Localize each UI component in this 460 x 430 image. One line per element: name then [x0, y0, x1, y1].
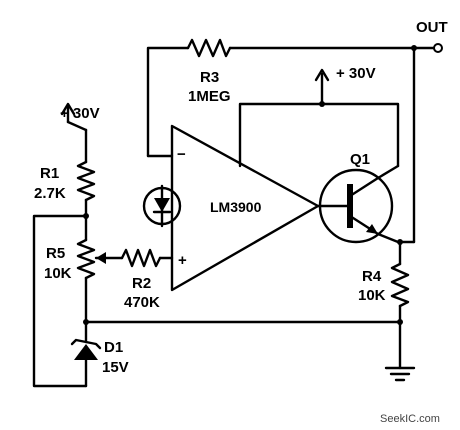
r5-name-label: R5 — [46, 245, 65, 262]
resistor-r2 — [120, 248, 162, 268]
watermark: SeekIC.com — [380, 413, 440, 425]
opamp-lm3900 — [170, 124, 320, 292]
noninverting-input-sign: + — [178, 252, 187, 269]
current-mirror-diode-icon — [142, 184, 182, 228]
r3-name-label: R3 — [200, 69, 219, 86]
supply-wire — [238, 102, 400, 168]
vcc-top-arrow-icon — [314, 68, 330, 82]
r5-value-label: 10K — [44, 265, 72, 282]
r4-value-label: 10K — [358, 287, 386, 304]
r1-name-label: R1 — [40, 165, 59, 182]
potentiometer-r5 — [76, 238, 96, 280]
d1-name-label: D1 — [104, 339, 123, 356]
feedback-wire — [146, 46, 436, 158]
resistor-r1 — [76, 160, 96, 202]
ic-name-label: LM3900 — [210, 199, 262, 215]
ground-icon — [384, 366, 416, 382]
wiper-arrow-icon — [96, 252, 106, 264]
inverting-input-sign: − — [177, 146, 186, 163]
q1-label: Q1 — [350, 151, 370, 168]
resistor-r4 — [390, 262, 410, 308]
r2-value-label: 470K — [124, 294, 160, 311]
r1-value-label: 2.7K — [34, 185, 66, 202]
r4-name-label: R4 — [362, 268, 382, 285]
collector-wire — [376, 164, 400, 180]
vcc-left-label: + 30V — [60, 105, 100, 122]
r2-name-label: R2 — [132, 275, 151, 292]
resistor-r3 — [186, 38, 232, 58]
out-terminal-icon — [433, 43, 443, 53]
zener-diode-d1 — [70, 338, 102, 360]
r3-value-label: 1MEG — [188, 88, 231, 105]
r5-bypass-wire — [32, 214, 88, 388]
transistor-q1 — [316, 168, 394, 244]
vcc-top-label: + 30V — [336, 65, 376, 82]
emitter-wire — [376, 232, 416, 244]
d1-value-label: 15V — [102, 359, 129, 376]
vcc-left-arrow-icon — [60, 102, 76, 116]
out-label: OUT — [416, 19, 448, 36]
